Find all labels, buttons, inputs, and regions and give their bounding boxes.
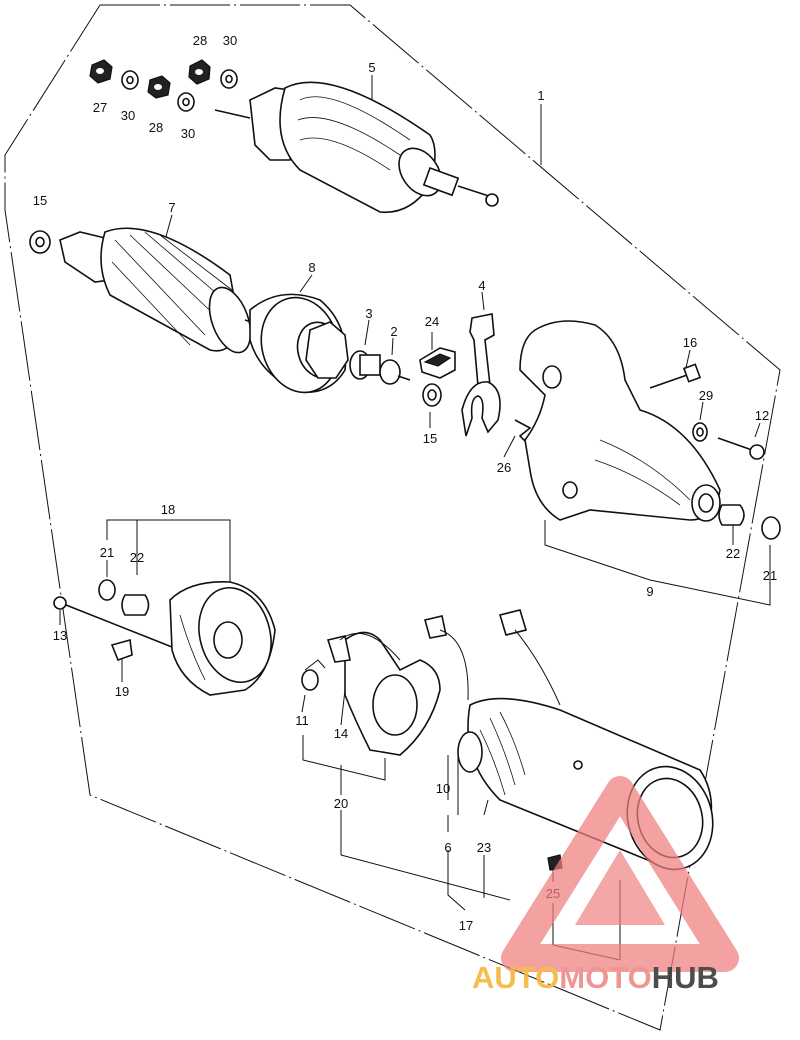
washer-30-b [177, 92, 195, 112]
brush-spring-11 [301, 659, 326, 691]
label-2: 2 [390, 324, 397, 339]
stopper-24 [419, 347, 456, 379]
bushing-22-right [718, 504, 745, 526]
armature-7 [59, 227, 276, 354]
solenoid-5 [214, 81, 499, 214]
label-28-b: 28 [149, 120, 163, 135]
label-12: 12 [755, 408, 769, 423]
cap-21-left [98, 579, 116, 601]
label-21-b: 21 [763, 568, 777, 583]
watermark-moto: MOTO [559, 960, 651, 995]
watermark-triangle-icon [501, 776, 739, 972]
shaft-sleeve-3 [349, 350, 381, 380]
label-11: 11 [295, 713, 309, 728]
washer-29 [692, 422, 708, 442]
clutch-gear-8 [249, 293, 349, 394]
washer-30-c [220, 69, 238, 89]
label-14: 14 [334, 726, 348, 741]
label-18: 18 [161, 502, 175, 517]
terminal-lead [498, 609, 561, 706]
label-24: 24 [425, 314, 439, 329]
bushing-22-left [121, 594, 150, 616]
label-13: 13 [53, 628, 67, 643]
watermark-logo: AUTOMOTOHUB [472, 776, 739, 995]
washer-15-a [29, 230, 51, 254]
stop-ring-2 [379, 359, 411, 385]
brush-10 [424, 615, 469, 701]
bolt-16 [649, 363, 702, 389]
terminal-19 [110, 638, 133, 662]
label-16: 16 [683, 335, 697, 350]
brush-holder-14 [326, 631, 441, 756]
label-22-a: 22 [130, 550, 144, 565]
label-7: 7 [168, 200, 175, 215]
label-30-c: 30 [181, 126, 195, 141]
watermark-hub: HUB [652, 960, 719, 995]
leader-lines [59, 75, 771, 961]
label-4: 4 [478, 278, 485, 293]
label-10: 10 [436, 781, 450, 796]
cap-21-right [761, 516, 781, 540]
label-26: 26 [497, 460, 511, 475]
nut-27 [89, 59, 113, 84]
label-28-a: 28 [193, 33, 207, 48]
label-3: 3 [365, 306, 372, 321]
label-21-a: 21 [100, 545, 114, 560]
label-20: 20 [334, 796, 348, 811]
front-housing-9 [519, 320, 721, 522]
rear-cover-18 [169, 581, 276, 696]
washer-30-a [121, 70, 139, 90]
bolt-12 [717, 437, 765, 460]
label-29: 29 [699, 388, 713, 403]
part-labels: 1 2 3 4 5 6 7 8 9 10 11 12 13 14 15 15 1… [33, 33, 777, 933]
label-22-b: 22 [726, 546, 740, 561]
spring-clip-26 [514, 419, 532, 443]
watermark-text: AUTOMOTOHUB [472, 960, 719, 995]
washer-15-b [422, 383, 442, 407]
label-8: 8 [308, 260, 315, 275]
assembly-boundary [4, 4, 781, 1031]
insulator-23 [457, 731, 483, 773]
label-5: 5 [368, 60, 375, 75]
label-17: 17 [459, 918, 473, 933]
label-30-a: 30 [223, 33, 237, 48]
label-15-b: 15 [423, 431, 437, 446]
label-19: 19 [115, 684, 129, 699]
label-30-b: 30 [121, 108, 135, 123]
label-6: 6 [444, 840, 451, 855]
label-9: 9 [646, 584, 653, 599]
watermark-auto: AUTO [472, 960, 559, 995]
label-15-a: 15 [33, 193, 47, 208]
label-27: 27 [93, 100, 107, 115]
nut-28-b [188, 59, 211, 85]
label-1: 1 [537, 88, 544, 103]
label-23: 23 [477, 840, 491, 855]
nut-28-a [147, 75, 171, 99]
shift-lever-4 [461, 313, 501, 437]
